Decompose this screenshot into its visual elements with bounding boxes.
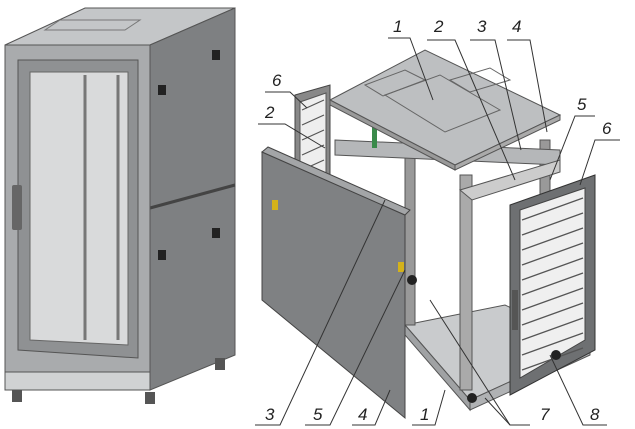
callout-bottom-5: 5: [313, 405, 323, 424]
callout-top-4: 4: [512, 17, 521, 36]
callout-bottom-1: 1: [420, 405, 429, 424]
callout-right-6: 6: [602, 119, 612, 138]
callout-left-2: 2: [264, 103, 275, 122]
callout-top-3: 3: [477, 17, 487, 36]
callout-top-1: 1: [393, 17, 402, 36]
exploded-cabinet: [261, 49, 596, 420]
callout-bottom-4: 4: [358, 405, 367, 424]
leader-lines: [255, 37, 620, 426]
callout-bottom-3: 3: [265, 405, 275, 424]
callout-left-6: 6: [272, 71, 282, 90]
callout-right-5: 5: [577, 95, 587, 114]
callout-bottom-7: 7: [540, 405, 550, 424]
door-handle-icon: [12, 185, 22, 230]
callout-bottom-8: 8: [590, 405, 600, 424]
callout-top-2: 2: [433, 17, 444, 36]
assembled-cabinet: [4, 7, 236, 404]
